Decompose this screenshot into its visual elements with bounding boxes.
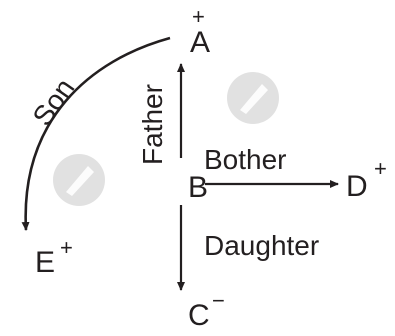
watermark-logo: [53, 154, 105, 206]
relation-father-label: Father: [137, 84, 168, 165]
watermark-logo: [227, 72, 279, 124]
node-a-sign: +: [192, 4, 205, 29]
relation-son-label: Son: [27, 73, 81, 132]
node-e-sign: +: [60, 235, 73, 260]
node-d-sign: +: [374, 156, 387, 181]
relation-daughter-label: Daughter: [204, 230, 319, 261]
node-d-label: D: [346, 170, 368, 203]
relation-bother-label: Bother: [204, 144, 287, 175]
son-arrow: [21, 36, 171, 231]
node-c-sign: −: [212, 288, 225, 313]
node-b-label: B: [188, 171, 208, 204]
node-c-label: C: [188, 299, 210, 331]
node-a-label: A: [190, 26, 210, 59]
node-e-label: E: [35, 246, 55, 279]
